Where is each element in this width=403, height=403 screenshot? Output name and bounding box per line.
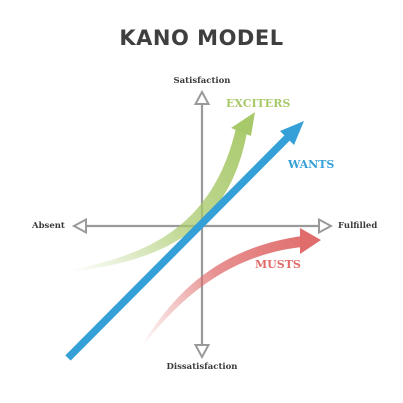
musts-label: MUSTS — [255, 258, 301, 271]
axis-label-dissatisfaction: Dissatisfaction — [166, 362, 238, 372]
wants-line-body — [65, 131, 294, 361]
axis-label-absent: Absent — [32, 221, 65, 231]
wants-label: WANTS — [288, 158, 335, 171]
axis-label-satisfaction: Satisfaction — [173, 76, 231, 86]
wants-arrowhead-icon — [280, 121, 304, 145]
wants-line — [65, 121, 304, 361]
arrow-up-icon — [193, 89, 211, 105]
exciters-label: EXCITERS — [226, 97, 291, 110]
arrow-left-icon — [71, 217, 87, 235]
arrow-down-icon — [193, 344, 211, 360]
exciters-curve — [70, 112, 255, 272]
exciters-curve-body — [70, 128, 247, 272]
exciters-arrowhead-icon — [231, 112, 255, 136]
diagram-title: KANO MODEL — [119, 26, 284, 50]
musts-curve — [140, 228, 321, 350]
musts-curve-body — [140, 236, 302, 350]
musts-arrowhead-icon — [300, 228, 321, 254]
axis-label-fulfilled: Fulfilled — [338, 221, 378, 231]
arrow-right-icon — [318, 217, 334, 235]
